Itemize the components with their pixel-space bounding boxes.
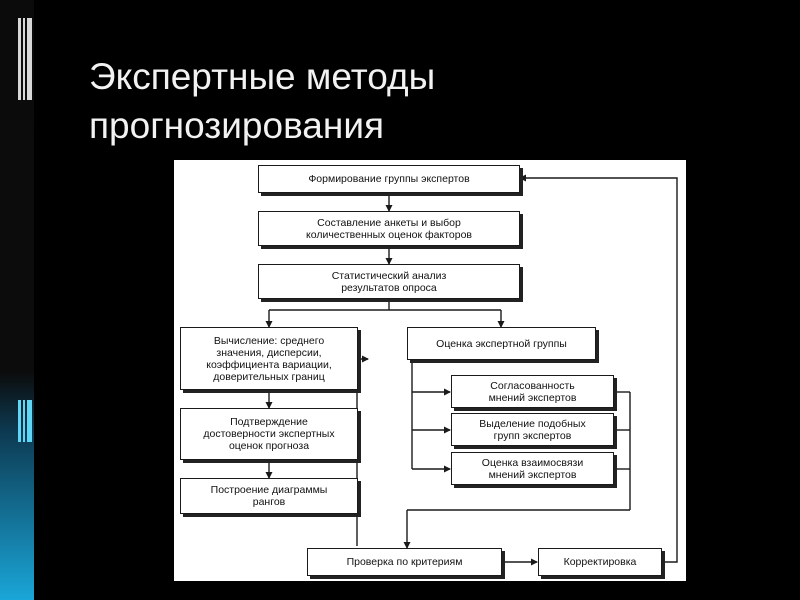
node-interrelation: Оценка взаимосвязи мнений экспертов <box>451 452 614 485</box>
decorative-bars-top <box>18 18 32 100</box>
node-similar-groups: Выделение подобных групп экспертов <box>451 413 614 446</box>
node-questionnaire: Составление анкеты и выбор количественны… <box>258 211 520 246</box>
node-group-eval: Оценка экспертной группы <box>407 327 596 360</box>
node-calculation-wrap: Вычисление: среднего значения, дисперсии… <box>180 327 361 393</box>
flowchart-diagram: Формирование группы экспертов Составлени… <box>174 160 686 581</box>
slide-title-line-1: Экспертные методы <box>89 56 436 97</box>
node-stat-analysis: Статистический анализ результатов опроса <box>258 264 520 299</box>
slide-title: Экспертные методы прогнозирования <box>89 52 609 150</box>
decorative-bars-bottom <box>18 400 32 442</box>
node-consistency-wrap: Согласованность мнений экспертов <box>451 375 617 411</box>
node-rank-chart: Построение диаграммы рангов <box>180 478 358 514</box>
node-confirmation: Подтверждение достоверности экспертных о… <box>180 408 358 460</box>
node-form-group-wrap: Формирование группы экспертов <box>258 165 523 196</box>
node-interrelation-wrap: Оценка взаимосвязи мнений экспертов <box>451 452 617 488</box>
node-confirmation-wrap: Подтверждение достоверности экспертных о… <box>180 408 361 463</box>
node-criteria-check-wrap: Проверка по критериям <box>307 548 505 579</box>
node-calculation: Вычисление: среднего значения, дисперсии… <box>180 327 358 390</box>
node-questionnaire-wrap: Составление анкеты и выбор количественны… <box>258 211 523 249</box>
slide-title-line-2: прогнозирования <box>89 105 385 146</box>
node-group-eval-wrap: Оценка экспертной группы <box>407 327 599 363</box>
node-form-group: Формирование группы экспертов <box>258 165 520 193</box>
feedback-correction-to-form <box>519 174 678 563</box>
node-correction: Корректировка <box>538 548 662 576</box>
node-criteria-check: Проверка по критериям <box>307 548 502 576</box>
node-consistency: Согласованность мнений экспертов <box>451 375 614 408</box>
side-decoration-strip <box>0 0 34 600</box>
node-rank-chart-wrap: Построение диаграммы рангов <box>180 478 361 517</box>
node-similar-groups-wrap: Выделение подобных групп экспертов <box>451 413 617 449</box>
node-correction-wrap: Корректировка <box>538 548 665 579</box>
node-stat-analysis-wrap: Статистический анализ результатов опроса <box>258 264 523 302</box>
